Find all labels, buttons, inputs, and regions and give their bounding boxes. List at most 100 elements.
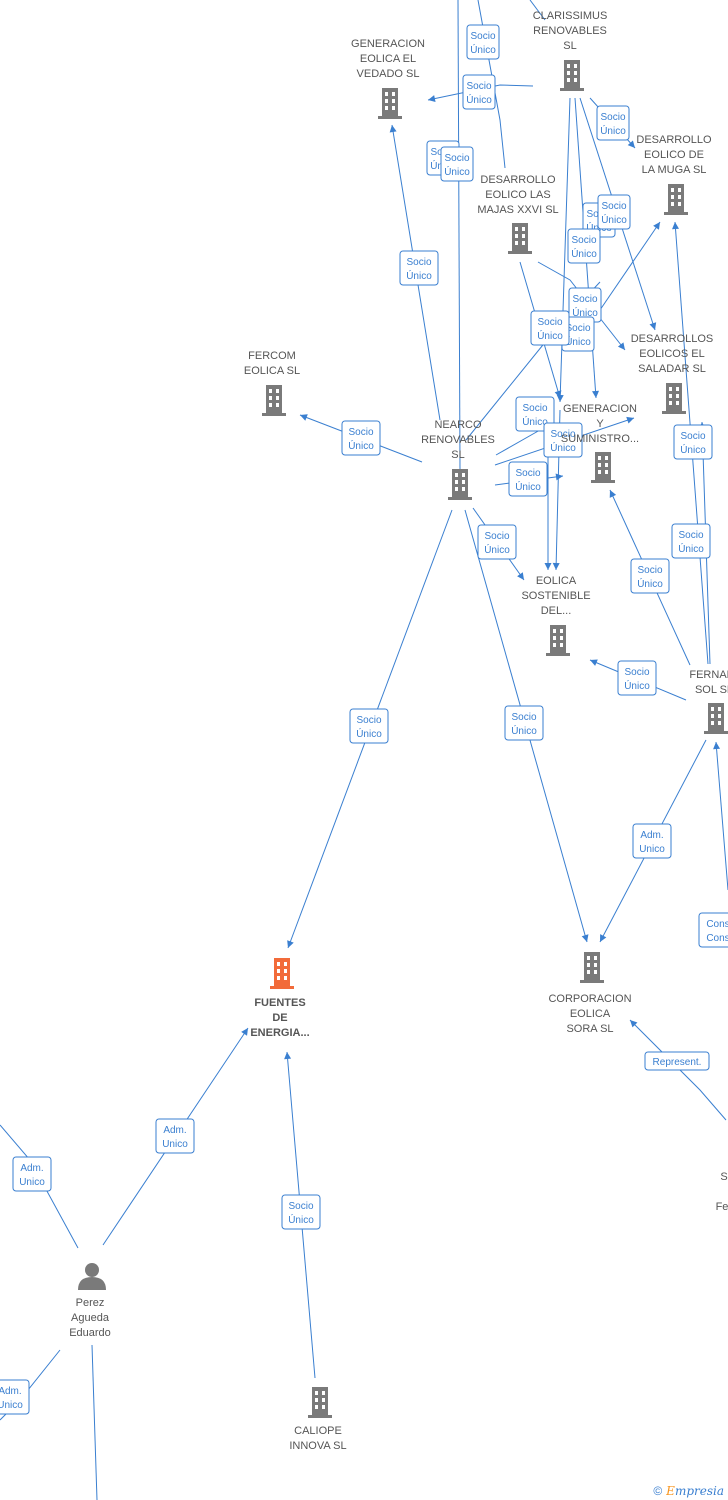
edge-label-box xyxy=(617,660,657,696)
node-fuentes-focus[interactable]: FUENTES DE ENERGIA... xyxy=(250,958,310,1039)
edge-arrowhead xyxy=(284,1052,292,1060)
edge-arrowhead xyxy=(552,562,560,570)
node-generacion-vedado[interactable]: GENERACION EOLICA EL VEDADO SL xyxy=(351,38,425,119)
node-label: INNOVA SL xyxy=(289,1440,346,1452)
edge-line xyxy=(529,0,546,21)
edge-label-text: Socio xyxy=(288,1201,313,1212)
node-label: SL xyxy=(451,449,464,461)
edge-line xyxy=(537,261,626,351)
node-caliope[interactable]: CALIOPE INNOVA SL xyxy=(289,1387,347,1452)
node-label: MAJAS XXVI SL xyxy=(477,204,558,216)
edge-label-represent[interactable]: Represent. xyxy=(644,1051,710,1071)
edge-label-text: Unico xyxy=(639,844,665,855)
edge-label-text: Socio xyxy=(444,153,469,164)
edge-line xyxy=(457,0,461,471)
node-label: CALIOPE xyxy=(294,1425,342,1437)
edge-label-adm[interactable]: Adm.Unico xyxy=(155,1118,195,1154)
building-icon xyxy=(262,385,286,416)
edge-label-text: Adm. xyxy=(163,1125,186,1136)
node-label: VEDADO SL xyxy=(357,68,420,80)
building-icon xyxy=(560,60,584,91)
edge-label-box xyxy=(504,705,544,741)
node-label: EOLICO DE xyxy=(644,149,704,161)
edge-label-text: Socio xyxy=(572,294,597,305)
node-corporacion[interactable]: CORPORACION EOLICA SORA SL xyxy=(548,952,632,1035)
node-nearco[interactable]: NEARCO RENOVABLES SL xyxy=(421,419,495,500)
edge-label-adm[interactable]: Adm.Unico xyxy=(632,823,672,859)
edge-label-text: Único xyxy=(348,439,374,452)
edge-label-text: Único xyxy=(537,329,563,342)
edge-arrowhead xyxy=(544,563,552,570)
node-desarrollo-majas[interactable]: DESARROLLO EOLICO LAS MAJAS XXVI SL xyxy=(477,174,559,254)
building-icon xyxy=(662,383,686,414)
edge-label-adm[interactable]: Adm.Unico xyxy=(0,1379,30,1415)
edge-label-text: Represent. xyxy=(653,1057,702,1068)
edge-label-adm[interactable]: Adm.Unico xyxy=(12,1156,52,1192)
edge-label-text: Socio xyxy=(515,468,540,479)
node-fercom[interactable]: FERCOM EOLICA SL xyxy=(244,350,300,416)
edge-label-text: Socio xyxy=(637,565,662,576)
edge-line xyxy=(599,221,661,311)
node-desarrollos-saladar[interactable]: DESARROLLOS EOLICOS EL SALADAR SL xyxy=(631,333,714,414)
edge-label-text: Único xyxy=(624,679,650,692)
edge-label-box xyxy=(515,396,555,432)
node-label: Y xyxy=(596,418,604,430)
node-desarrollo-muga[interactable]: DESARROLLO EOLICO DE LA MUGA SL xyxy=(636,134,712,215)
node-perez-person[interactable]: Perez Agueda Eduardo xyxy=(69,1263,111,1339)
edge-arrowhead xyxy=(672,222,680,230)
edge-arrowhead xyxy=(300,414,308,421)
node-label: EOLICA xyxy=(536,575,577,587)
node-clarissimus[interactable]: CLARISSIMUS RENOVABLES SL xyxy=(533,10,608,91)
node-label: SL xyxy=(563,40,576,52)
node-fernan[interactable]: FERNAN SOL SL xyxy=(689,669,728,734)
brand-name: mpresia xyxy=(674,1484,724,1498)
edge-label-text: Cons xyxy=(706,933,728,944)
brand-watermark: ©Empresia xyxy=(653,1484,724,1498)
node-label: CORPORACION xyxy=(548,993,631,1005)
node-label: SALADAR SL xyxy=(638,363,706,375)
node-generacion-suministro[interactable]: GENERACION Y SUMINISTRO... xyxy=(561,403,639,483)
edge-label-text: Socio xyxy=(356,715,381,726)
brand-initial: E xyxy=(666,1484,675,1498)
node-label: RENOVABLES xyxy=(421,434,495,446)
edge-label-box xyxy=(462,74,496,110)
node-eolica-sostenible[interactable]: EOLICA SOSTENIBLE DEL... xyxy=(521,575,591,656)
edge-line xyxy=(715,741,728,891)
building-icon xyxy=(704,703,728,734)
edge-arrowhead xyxy=(617,342,625,350)
edge-label-box xyxy=(630,558,670,594)
edge-label-text: Único xyxy=(565,335,591,348)
building-icon xyxy=(378,88,402,119)
edge-label-text: Único xyxy=(571,247,597,260)
edge-label-text: Cons xyxy=(706,919,728,930)
node-label: EOLICO LAS xyxy=(485,189,550,201)
node-partial-right[interactable]: S Fe xyxy=(716,1171,728,1213)
edge-arrowhead xyxy=(389,125,397,133)
edge-arrowhead xyxy=(649,322,657,330)
edge-label-text: Único xyxy=(637,577,663,590)
